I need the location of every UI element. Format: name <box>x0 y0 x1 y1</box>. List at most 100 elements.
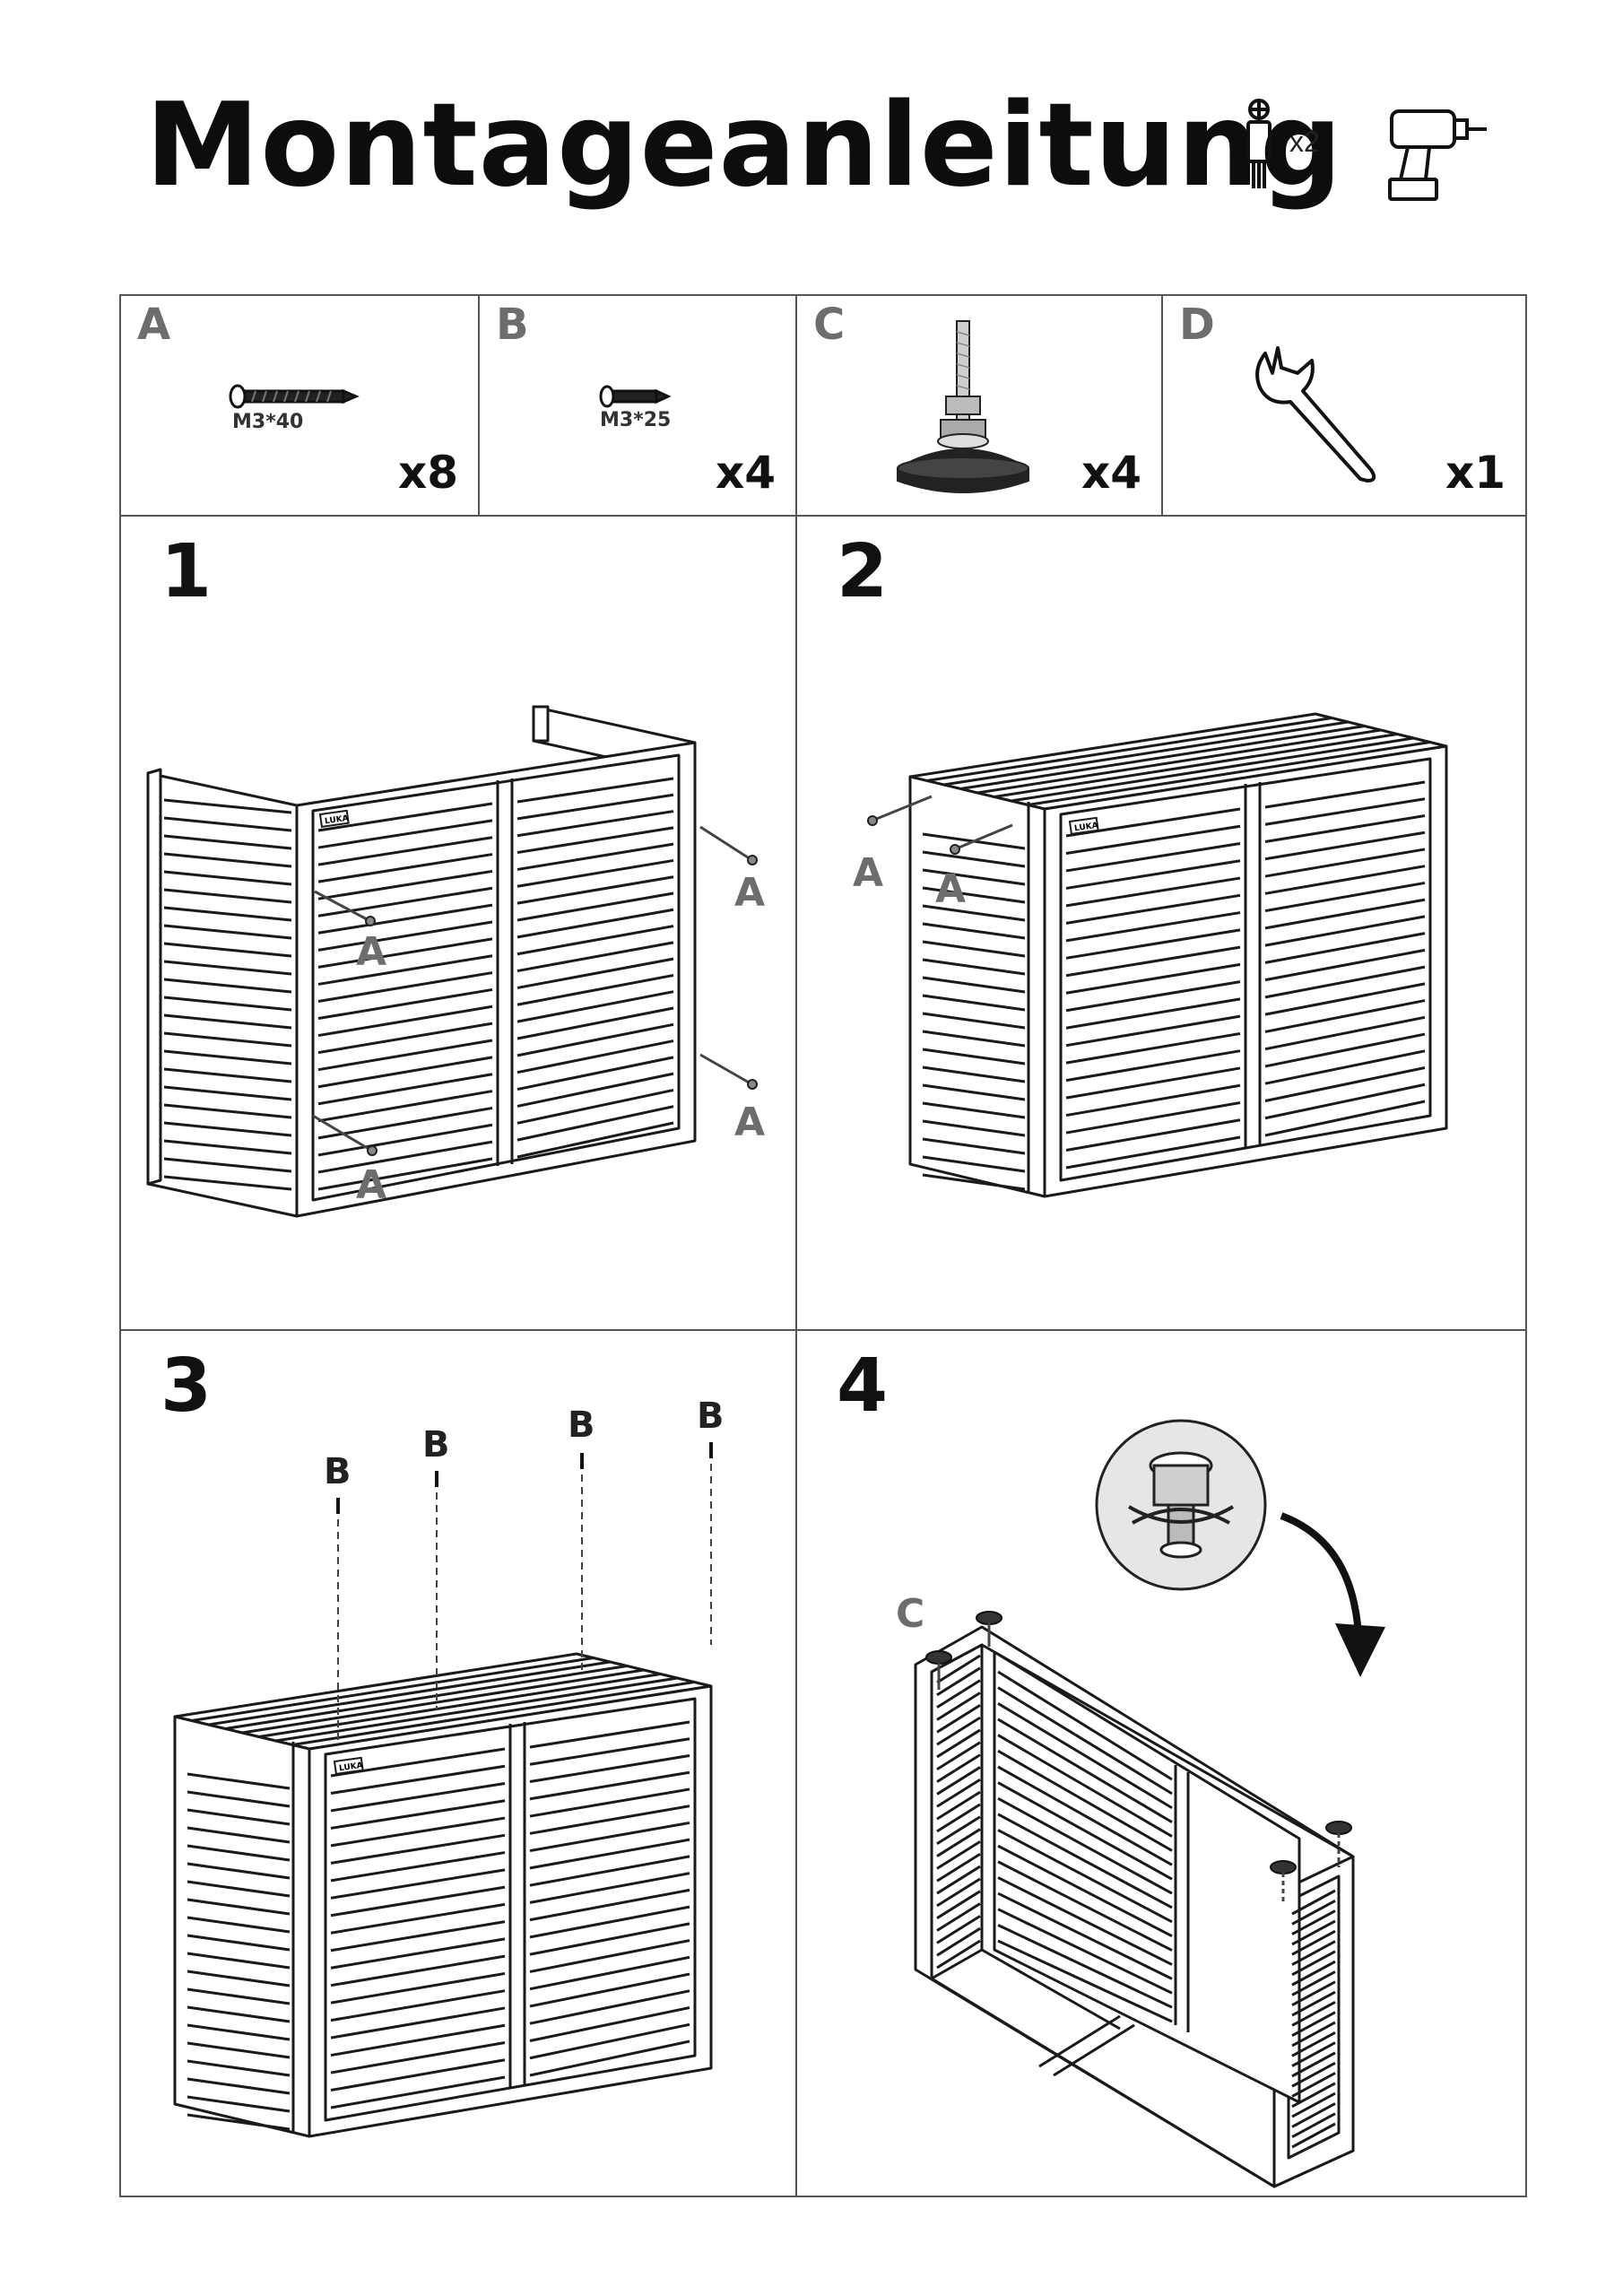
slat-line <box>1291 2011 1336 2037</box>
slat-line <box>516 957 674 989</box>
slat-line <box>1291 2061 1336 2088</box>
slat-line <box>529 1838 690 1870</box>
slat-line <box>997 1844 1173 1938</box>
slat-line <box>922 1065 1026 1083</box>
slat-line <box>529 1888 690 1922</box>
slat-line <box>936 1704 981 1734</box>
part-letter: B <box>496 300 529 350</box>
slat-line <box>187 1934 291 1952</box>
slat-line <box>330 1816 506 1848</box>
slat-line <box>922 1083 1026 1101</box>
slat-line <box>997 1796 1173 1895</box>
slat-line <box>997 1734 1173 1838</box>
slat-line <box>1291 1950 1336 1977</box>
slat-line <box>163 1013 292 1030</box>
slat-line <box>317 869 493 900</box>
slat-line <box>516 1006 674 1040</box>
slat-line <box>997 1718 1173 1823</box>
slat-line <box>330 2040 506 2074</box>
part-quantity: x4 <box>1081 447 1141 499</box>
slat-line <box>1065 824 1241 855</box>
slat-line <box>1065 911 1241 943</box>
slat-line <box>529 1821 690 1853</box>
slat-line <box>1264 982 1426 1016</box>
slat-line <box>163 888 292 904</box>
slat-line <box>1264 848 1426 878</box>
slat-line <box>163 1049 292 1065</box>
slat-line <box>922 958 1026 976</box>
step-4: 4 <box>797 1331 1525 2197</box>
slat-line <box>1264 1015 1426 1051</box>
slat-line <box>163 1139 292 1155</box>
slat-line <box>529 1753 690 1784</box>
slat-line <box>163 1085 292 1101</box>
step-2-illustration: LUKA A A <box>853 712 1448 1198</box>
slat-line <box>922 940 1026 958</box>
slat-line <box>997 1813 1173 1909</box>
slat-line <box>529 1770 690 1801</box>
slat-line <box>292 1681 695 1746</box>
slat-line <box>936 1679 981 1709</box>
slat-line <box>187 1790 291 1808</box>
slat-line <box>516 925 674 956</box>
slat-line <box>1065 928 1241 960</box>
slat-line <box>1264 797 1426 826</box>
slat-line <box>1291 2122 1336 2149</box>
step-number: 2 <box>837 529 889 614</box>
slat-line <box>997 1702 1173 1810</box>
part-size: M3*40 <box>232 411 304 433</box>
slat-line <box>1291 2092 1336 2118</box>
slat-line <box>1291 1980 1336 2007</box>
slat-line <box>163 1031 292 1048</box>
slat-line <box>529 1787 690 1818</box>
slat-line <box>1065 980 1241 1013</box>
slat-line <box>225 1665 628 1730</box>
slat-line <box>1291 1919 1336 1946</box>
slat-line <box>317 1004 493 1038</box>
slat-line <box>330 1989 506 2022</box>
slat-line <box>1264 948 1426 982</box>
slat-line <box>330 1902 506 1935</box>
slat-line <box>330 1954 506 1987</box>
slat-line <box>163 1175 292 1191</box>
screw-icon <box>229 384 360 409</box>
screw-label-a: A <box>734 870 765 916</box>
screw-label-a: A <box>853 850 883 896</box>
slat-line <box>922 850 1026 868</box>
slat-line <box>317 1123 493 1157</box>
slat-line <box>187 1970 291 1987</box>
slat-line <box>163 1121 292 1137</box>
screw-label-b: B <box>697 1396 725 1437</box>
part-cell-b: B M3*25 x4 <box>480 296 797 517</box>
slat-line <box>936 1741 981 1771</box>
slat-line <box>936 1915 981 1944</box>
step-1-illustration: LUKA A A A A <box>146 705 765 1218</box>
slat-line <box>936 1766 981 1796</box>
slat-line <box>936 1803 981 1833</box>
part-letter: A <box>137 300 171 350</box>
slat-line <box>529 1720 690 1749</box>
slat-line <box>1065 962 1241 995</box>
slat-line <box>187 1916 291 1934</box>
slat-line <box>187 2077 291 2095</box>
slat-line <box>997 1749 1173 1852</box>
slat-line <box>936 1840 981 1870</box>
slat-line <box>317 853 493 883</box>
step-number: 1 <box>161 529 213 614</box>
slat-line <box>516 1072 674 1108</box>
brand-logo: LUKA <box>325 814 350 827</box>
slat-line <box>1264 831 1426 861</box>
slat-line <box>317 836 493 866</box>
slat-line <box>187 2041 291 2059</box>
slat-line <box>922 1101 1026 1119</box>
slat-line <box>1291 1990 1336 2017</box>
slat-line <box>163 834 292 850</box>
slat-line <box>1264 1049 1426 1085</box>
slat-line <box>529 1855 690 1887</box>
part-letter: C <box>813 300 846 350</box>
slat-line <box>187 1826 291 1844</box>
slat-line <box>936 1666 981 1697</box>
slat-line <box>1291 1929 1336 1956</box>
slat-line <box>330 1851 506 1883</box>
slat-line <box>922 1173 1026 1191</box>
